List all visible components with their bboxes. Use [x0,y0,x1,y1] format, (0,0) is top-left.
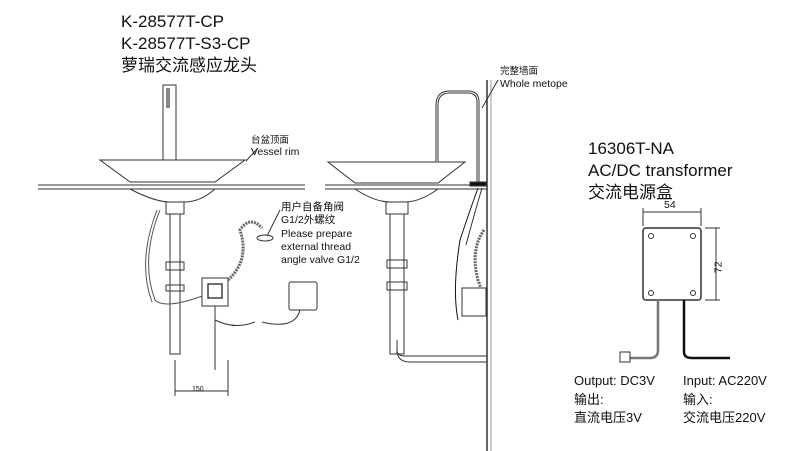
input-cable [682,300,730,360]
vessel-rim-label-cn: 台盆顶面 [251,135,290,146]
input-label-cn: 输入: [683,392,713,407]
left-installation [38,84,318,396]
product-name-cn: 萝瑞交流感应龙头 [121,56,257,75]
transformer-name-en: AC/DC transformer [588,161,733,180]
drain-pipe [165,201,185,215]
vessel-basin-right [326,161,467,184]
valve-note-en-2: external thread [281,241,352,253]
transformer-name-cn: 交流电源盒 [588,183,673,202]
output-cable [630,300,660,360]
wall-label-en: Whole metope [500,78,568,90]
transformer-model: 16306T-NA [588,139,674,158]
angle-valve [256,234,274,242]
transformer-drawing [619,208,730,363]
vessel-rim-label-en: Vessel rim [251,146,300,158]
model-number-2: K-28577T-S3-CP [121,34,251,53]
faucet-spout [162,84,177,161]
output-label-en: Output: DC3V [574,373,655,388]
control-box-right [461,287,487,317]
transformer-box [642,227,702,301]
valve-note-en-1: Please prepare [281,228,353,240]
input-label-en: Input: AC220V [683,373,767,388]
height-dimension: 72 [712,261,725,274]
dimension-150 [174,360,229,396]
valve-note-cn-1: 用户自备角阀 [281,201,344,213]
wall-label-cn: 完整墙面 [500,66,539,77]
input-value-cn: 交流电压220V [683,410,766,425]
control-box [201,277,229,307]
valve-note-cn-2: G1/2外螺纹 [281,214,336,226]
right-installation [325,79,499,451]
dimension-150-label: 150 [192,386,204,393]
output-label-cn: 输出: [574,392,604,407]
output-value-cn: 直流电压3V [574,410,642,425]
width-dimension: 54 [664,199,676,211]
model-number-1: K-28577T-CP [121,12,224,31]
transformer-small [288,281,318,311]
valve-note-en-3: angle valve G1/2 [281,254,360,266]
vessel-basin [98,159,247,183]
braided-hose [226,220,264,282]
